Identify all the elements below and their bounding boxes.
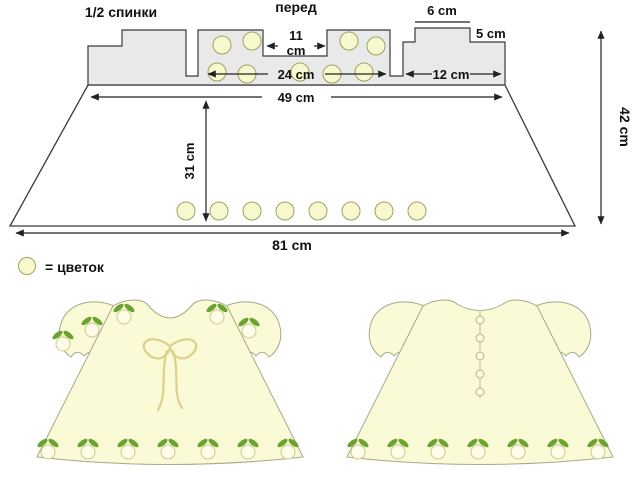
dim-81cm-label: 81 cm xyxy=(272,237,312,253)
button-icon xyxy=(475,351,485,361)
legend-label: = цветок xyxy=(45,259,105,275)
dim-11cm-value: 11 xyxy=(289,28,303,43)
bodice-pieces xyxy=(87,27,506,86)
button-icon xyxy=(475,387,485,397)
dim-6cm-label: 6 cm xyxy=(427,3,457,18)
hem-flower-marks xyxy=(176,201,427,221)
dim-11cm-unit: cm xyxy=(287,43,306,58)
flower-icon xyxy=(212,35,232,55)
flower-icon xyxy=(339,31,359,51)
flower-icon xyxy=(366,36,386,56)
flower-icon xyxy=(242,201,262,221)
dimension-6cm: 6 cm xyxy=(415,3,470,23)
dim-12cm-label: 12 cm xyxy=(433,67,470,82)
dimension-24cm: 24 cm xyxy=(207,67,387,82)
dimension-11cm: 11 cm xyxy=(266,28,326,58)
flower-icon xyxy=(275,201,295,221)
button-placket xyxy=(475,310,485,398)
dimension-81cm: 81 cm xyxy=(15,229,570,253)
dimension-12cm: 12 cm xyxy=(405,67,502,82)
flower-icon xyxy=(341,201,361,221)
label-front: перед xyxy=(275,0,317,15)
pattern-schematic: 1/2 спинки перед 6 cm 5 cm 11 cm 24 cm 1… xyxy=(8,0,633,275)
flower-icon xyxy=(242,31,262,51)
dim-24cm-label: 24 cm xyxy=(278,67,315,82)
button-icon xyxy=(475,333,485,343)
legend: = цветок xyxy=(18,257,105,275)
dimension-42cm: 42 cm xyxy=(597,30,633,225)
dim-49cm-label: 49 cm xyxy=(278,90,315,105)
flower-icon xyxy=(176,201,196,221)
flower-icon xyxy=(308,201,328,221)
dim-5cm-label: 5 cm xyxy=(476,26,506,41)
flower-icon xyxy=(209,201,229,221)
label-back-half: 1/2 спинки xyxy=(85,4,157,20)
skirt-outline xyxy=(8,84,577,227)
button-icon xyxy=(475,369,485,379)
flower-icon xyxy=(407,201,427,221)
dress-front-body xyxy=(36,299,304,465)
button-icon xyxy=(475,315,485,325)
dim-42cm-label: 42 cm xyxy=(617,107,633,147)
flower-legend-icon xyxy=(18,257,36,275)
flower-icon xyxy=(207,62,227,82)
dimension-49cm: 49 cm xyxy=(90,90,503,105)
flower-icon xyxy=(354,62,374,82)
dress-front-illustration xyxy=(35,299,304,465)
dimension-31cm: 31 cm xyxy=(182,100,210,222)
dress-back-illustration xyxy=(345,299,614,465)
flower-icon xyxy=(374,201,394,221)
bow xyxy=(142,338,198,412)
dim-31cm-label: 31 cm xyxy=(182,143,197,180)
